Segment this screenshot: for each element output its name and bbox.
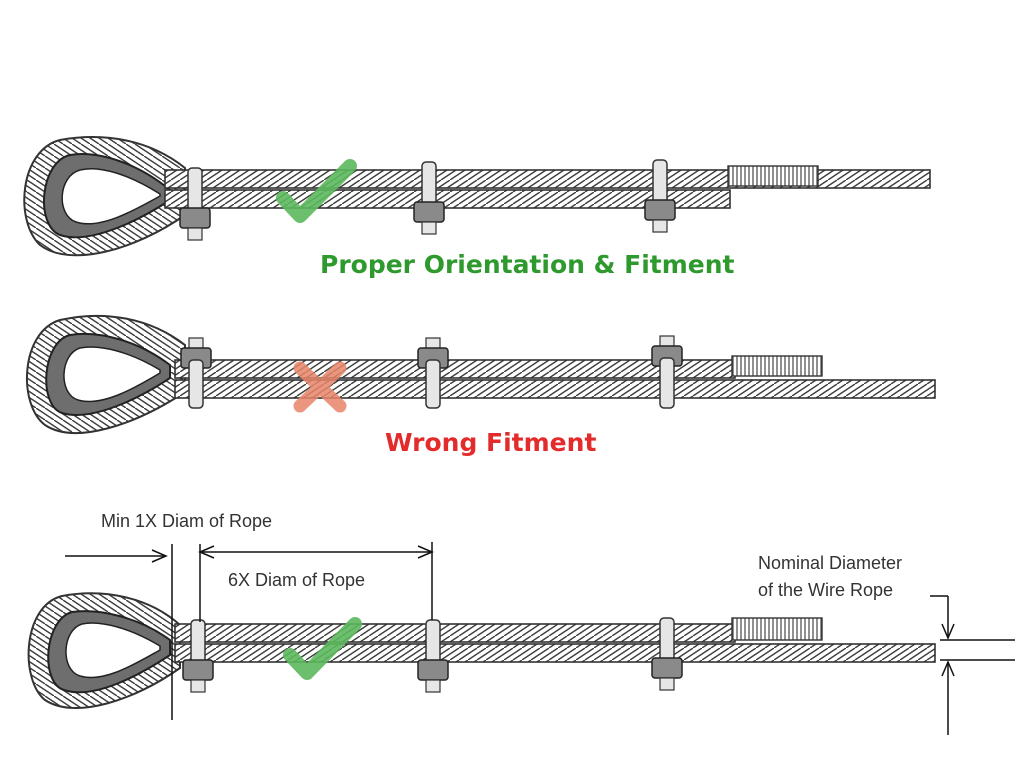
cross-icon [293, 361, 347, 413]
seizing [731, 617, 823, 641]
clip [651, 617, 683, 691]
seizing [727, 165, 819, 187]
check-icon [276, 159, 357, 223]
caption-wrong: Wrong Fitment [385, 428, 597, 457]
clip [179, 167, 211, 241]
clip [644, 159, 676, 233]
clip [417, 337, 449, 409]
rope-live [174, 643, 936, 663]
dimension-lines [65, 542, 1015, 735]
panel-proper [23, 136, 931, 257]
clip [180, 337, 212, 409]
panel-dimensions [27, 542, 1015, 735]
label-min-spacing: Min 1X Diam of Rope [101, 511, 273, 531]
rope-live [174, 379, 936, 399]
label-clip-spacing: 6X Diam of Rope [228, 570, 366, 590]
clip [413, 161, 445, 235]
rope-dead-end [174, 359, 736, 379]
label-nominal-diameter-2: of the Wire Rope [758, 580, 894, 600]
clip [182, 619, 214, 693]
clip [417, 619, 449, 693]
rope-dead-end [174, 623, 736, 643]
caption-proper: Proper Orientation & Fitment [320, 250, 735, 279]
panel-wrong [26, 314, 936, 434]
label-nominal-diameter-1: Nominal Diameter [758, 553, 903, 573]
clip [651, 335, 683, 409]
seizing [731, 355, 823, 377]
check-icon [283, 617, 362, 680]
